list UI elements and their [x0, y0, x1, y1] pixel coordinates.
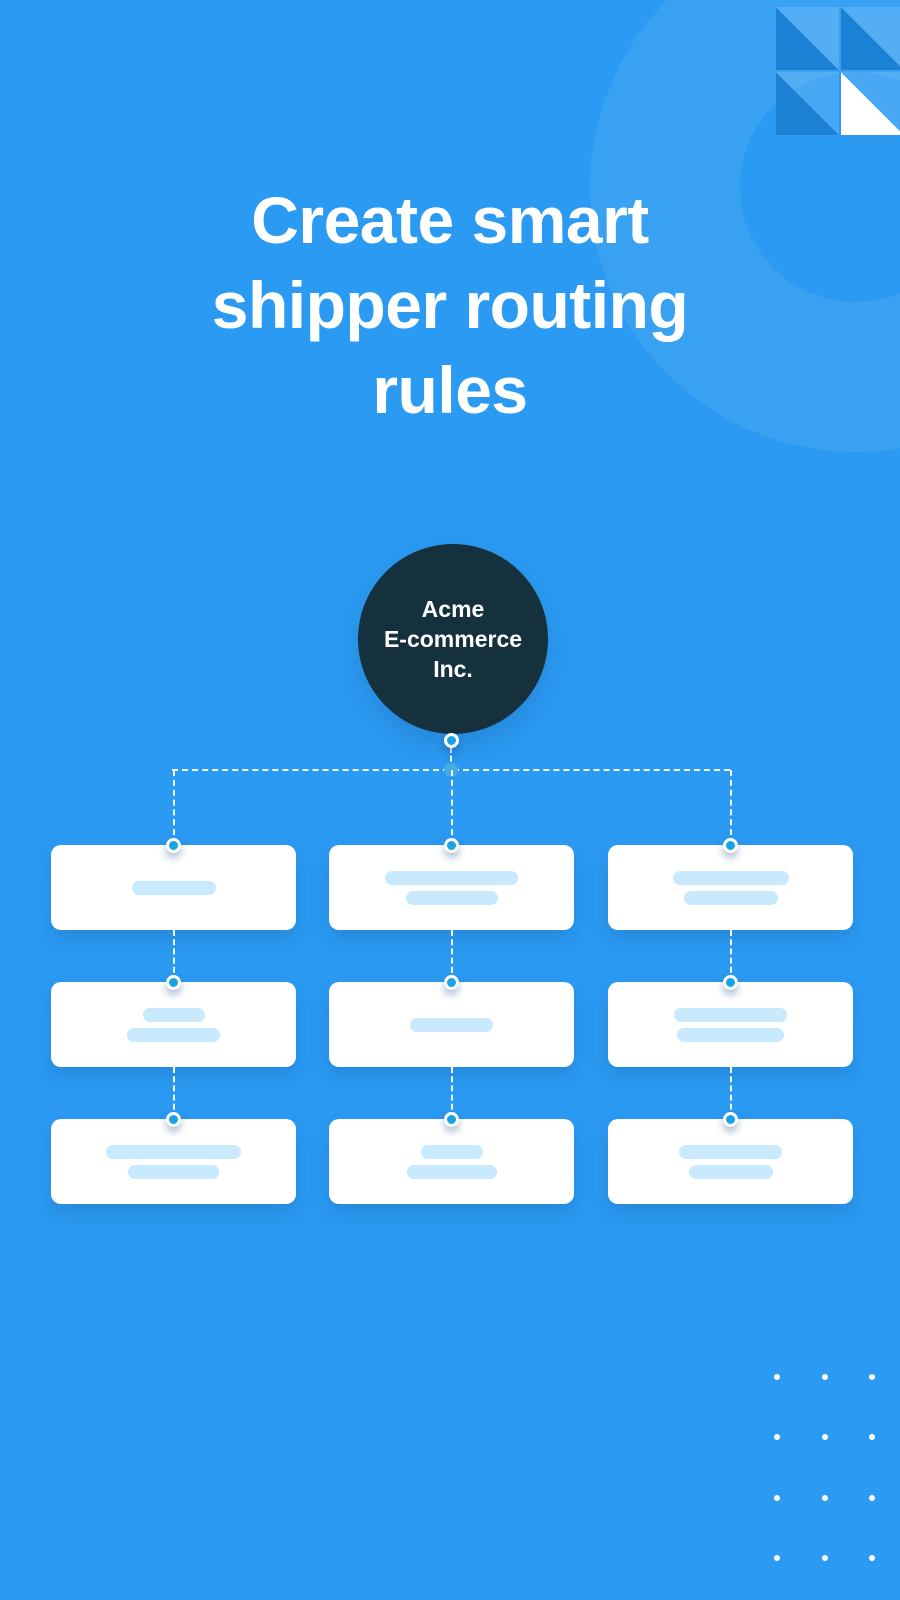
triangle-icon — [841, 72, 900, 135]
connector-dot — [444, 1111, 459, 1127]
node-card — [51, 1119, 296, 1204]
skeleton-bar — [683, 890, 778, 905]
connector-line — [450, 770, 453, 845]
title-line-3: rules — [372, 353, 528, 427]
connector-dot — [723, 1111, 738, 1127]
decoration-dot — [869, 1494, 876, 1501]
root-node-line-1: Acme — [421, 596, 485, 622]
node-card — [51, 982, 296, 1067]
connector-dot — [444, 974, 459, 990]
ring-decoration — [590, 0, 900, 452]
root-connector-dot — [444, 733, 459, 748]
skeleton-bars — [51, 1119, 296, 1204]
connector-dot — [166, 837, 181, 853]
connector-stub-line — [450, 747, 452, 770]
root-node: Acme E-commerce Inc. — [358, 544, 548, 734]
triangle-icon — [776, 7, 839, 70]
decoration-dot — [821, 1434, 828, 1441]
decoration-dot — [869, 1434, 876, 1441]
node-card — [608, 1119, 853, 1204]
skeleton-bar — [410, 1017, 493, 1032]
skeleton-bar — [688, 1164, 773, 1179]
node-card — [51, 845, 296, 930]
skeleton-bar — [127, 1027, 220, 1042]
root-node-line-2: E-commerce — [383, 626, 523, 652]
skeleton-bar — [674, 1007, 787, 1022]
decoration-dot — [774, 1374, 780, 1380]
connector-dot — [723, 837, 738, 853]
connector-dot — [166, 974, 181, 990]
skeleton-bars — [329, 1119, 574, 1204]
title-line-2: shipper routing — [211, 268, 689, 342]
connector-line — [172, 1067, 175, 1119]
skeleton-bar — [405, 890, 498, 905]
connector-dot — [444, 837, 459, 853]
connector-dot — [166, 1111, 181, 1127]
skeleton-bar — [142, 1007, 205, 1022]
connector-dot — [723, 974, 738, 990]
skeleton-bar — [385, 870, 518, 885]
skeleton-bar — [420, 1144, 483, 1159]
connector-line — [172, 930, 175, 982]
skeleton-bar — [106, 1144, 241, 1159]
skeleton-bar — [128, 1164, 219, 1179]
node-card — [329, 845, 574, 930]
skeleton-bar — [672, 870, 789, 885]
node-card — [608, 845, 853, 930]
node-card — [329, 982, 574, 1067]
triangle-icon — [776, 72, 839, 135]
skeleton-bars — [608, 982, 853, 1067]
root-node-line-3: Inc. — [433, 656, 473, 682]
title-line-1: Create smart — [251, 183, 649, 257]
skeleton-bar — [677, 1027, 784, 1042]
skeleton-bars — [608, 1119, 853, 1204]
decoration-dot — [774, 1554, 780, 1561]
skeleton-bars — [608, 845, 853, 930]
connector-line — [729, 930, 732, 982]
decoration-dot — [869, 1554, 876, 1561]
node-card — [329, 1119, 574, 1204]
node-card — [608, 982, 853, 1067]
connector-line — [729, 770, 732, 845]
skeleton-bars — [329, 845, 574, 930]
decoration-dot — [821, 1494, 828, 1501]
decoration-dot — [821, 1374, 828, 1380]
skeleton-bars — [329, 982, 574, 1067]
connector-line — [729, 1067, 732, 1119]
skeleton-bar — [406, 1164, 497, 1179]
connector-line — [450, 1067, 453, 1119]
decoration-dot — [869, 1374, 876, 1380]
skeleton-bar — [131, 880, 216, 895]
decoration-dot — [821, 1554, 828, 1561]
page-title: Create smart shipper routing rules — [0, 178, 900, 433]
connector-line — [172, 770, 175, 845]
skeleton-bars — [51, 845, 296, 930]
decoration-dot — [774, 1494, 780, 1501]
decoration-dot — [774, 1434, 780, 1441]
skeleton-bar — [679, 1144, 782, 1159]
triangle-grid-icon — [776, 7, 900, 135]
skeleton-bars — [51, 982, 296, 1067]
connector-line — [450, 930, 453, 982]
triangle-icon — [841, 7, 900, 70]
